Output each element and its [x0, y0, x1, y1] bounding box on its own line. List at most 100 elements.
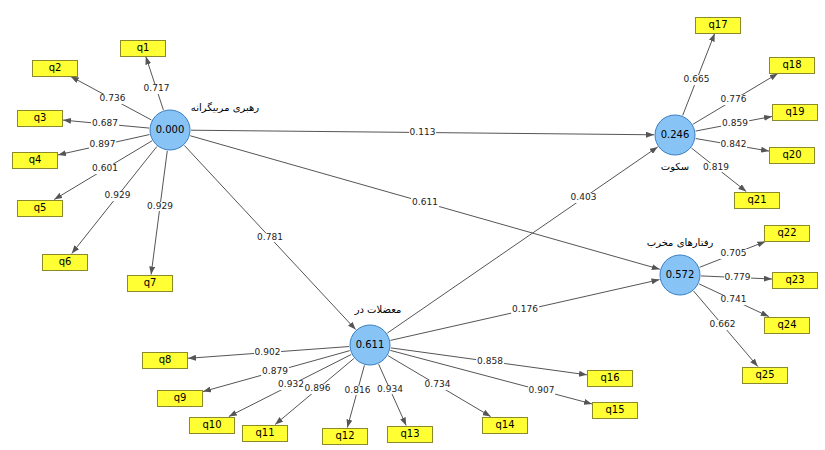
r-squared-value: 0.246	[661, 130, 690, 140]
path-coefficient: 0.858	[476, 357, 504, 367]
indicator-box: q13	[387, 426, 433, 443]
indicator-box: q12	[322, 428, 368, 445]
path-coefficient: 0.897	[89, 140, 117, 150]
path-connector	[391, 348, 587, 375]
indicator-label: q14	[495, 420, 514, 430]
variable-name: سکوت	[661, 162, 689, 172]
indicator-box: q14	[482, 417, 528, 434]
indicator-label: q19	[785, 107, 804, 117]
path-connector	[347, 365, 364, 427]
path-connector	[683, 34, 715, 116]
indicator-box: q5	[17, 200, 63, 217]
indicator-box: q17	[695, 17, 741, 34]
path-connector	[387, 147, 657, 333]
indicator-label: q10	[202, 420, 221, 430]
path-coefficient: 0.902	[254, 348, 282, 358]
path-coefficient: 0.403	[570, 193, 598, 203]
indicator-box: q11	[242, 425, 288, 442]
indicator-label: q13	[400, 429, 419, 439]
path-connector	[390, 280, 659, 341]
indicator-label: q15	[605, 405, 624, 415]
path-coefficient: 0.113	[409, 128, 437, 138]
indicator-box: q10	[189, 417, 235, 434]
path-connector	[699, 284, 769, 317]
path-connector	[691, 148, 746, 191]
indicator-box: q8	[142, 352, 188, 369]
path-connector	[71, 77, 152, 121]
indicator-box: q9	[157, 390, 203, 407]
path-connector	[58, 135, 150, 155]
path-coefficient: 0.859	[721, 119, 749, 129]
indicator-label: q16	[600, 373, 619, 383]
r-squared-value: 0.611	[356, 340, 385, 350]
path-coefficient: 0.776	[720, 95, 748, 105]
latent-circle-shape	[660, 255, 700, 295]
indicator-box: q6	[42, 254, 88, 271]
latent-circle-shape	[655, 115, 695, 155]
indicator-box: q2	[32, 60, 78, 77]
latent-variable: 0.611معضلات در	[349, 324, 391, 366]
path-connector	[390, 350, 592, 404]
path-connector	[229, 354, 351, 416]
indicator-label: q25	[755, 370, 774, 380]
path-coefficient: 0.932	[277, 380, 305, 390]
path-connector	[190, 136, 660, 270]
latent-circle-shape	[150, 110, 190, 150]
variable-name: معضلات در	[355, 305, 402, 315]
indicator-label: q8	[159, 355, 172, 365]
path-coefficient: 0.819	[702, 163, 730, 173]
indicator-label: q11	[255, 428, 274, 438]
indicator-box: q15	[592, 402, 638, 419]
path-coefficient: 0.705	[720, 249, 748, 259]
indicator-label: q6	[59, 257, 72, 267]
path-coefficient: 0.176	[511, 305, 539, 315]
indicator-label: q3	[34, 113, 47, 123]
path-connector	[696, 116, 772, 131]
path-coefficient: 0.934	[376, 385, 404, 395]
indicator-label: q5	[34, 203, 47, 213]
indicator-box: q1	[120, 40, 166, 57]
variable-name: رفتارهای مخرب	[647, 238, 714, 248]
path-coefficient: 0.601	[91, 164, 119, 174]
indicator-label: q9	[174, 393, 187, 403]
path-coefficient: 0.896	[304, 384, 332, 394]
path-connector	[379, 364, 407, 425]
indicator-label: q23	[785, 275, 804, 285]
indicator-label: q7	[144, 278, 157, 288]
r-squared-value: 0.000	[156, 125, 185, 135]
path-connector	[184, 145, 355, 329]
indicator-label: q21	[747, 195, 766, 205]
indicator-label: q22	[777, 228, 796, 238]
path-coefficient: 0.781	[256, 233, 284, 243]
path-coefficient: 0.662	[709, 320, 737, 330]
latent-variable: 0.572رفتارهای مخرب	[659, 254, 701, 296]
path-coefficient: 0.929	[146, 202, 174, 212]
path-coefficient: 0.907	[528, 386, 556, 396]
indicator-label: q1	[137, 43, 150, 53]
path-coefficient: 0.736	[99, 94, 127, 104]
indicator-label: q12	[335, 431, 354, 441]
path-coefficient: 0.717	[143, 84, 171, 94]
path-coefficient: 0.816	[344, 386, 372, 396]
indicator-box: q7	[127, 275, 173, 292]
path-connector	[188, 347, 349, 359]
path-coefficient: 0.842	[720, 140, 748, 150]
indicator-label: q18	[782, 60, 801, 70]
indicator-box: q19	[772, 104, 818, 121]
indicator-box: q22	[764, 225, 810, 242]
variable-name: رهبری مربیگرانه	[191, 103, 259, 113]
indicator-box: q4	[12, 152, 58, 169]
indicator-box: q20	[769, 147, 815, 164]
indicator-box: q21	[734, 192, 780, 209]
path-connector	[72, 146, 157, 253]
path-coefficient: 0.741	[720, 295, 748, 305]
path-connector	[696, 139, 769, 152]
indicator-box: q18	[769, 57, 815, 74]
indicator-label: q17	[708, 20, 727, 30]
indicator-label: q2	[49, 63, 62, 73]
r-squared-value: 0.572	[666, 270, 695, 280]
indicator-box: q25	[742, 367, 788, 384]
path-coefficient: 0.929	[104, 191, 132, 201]
